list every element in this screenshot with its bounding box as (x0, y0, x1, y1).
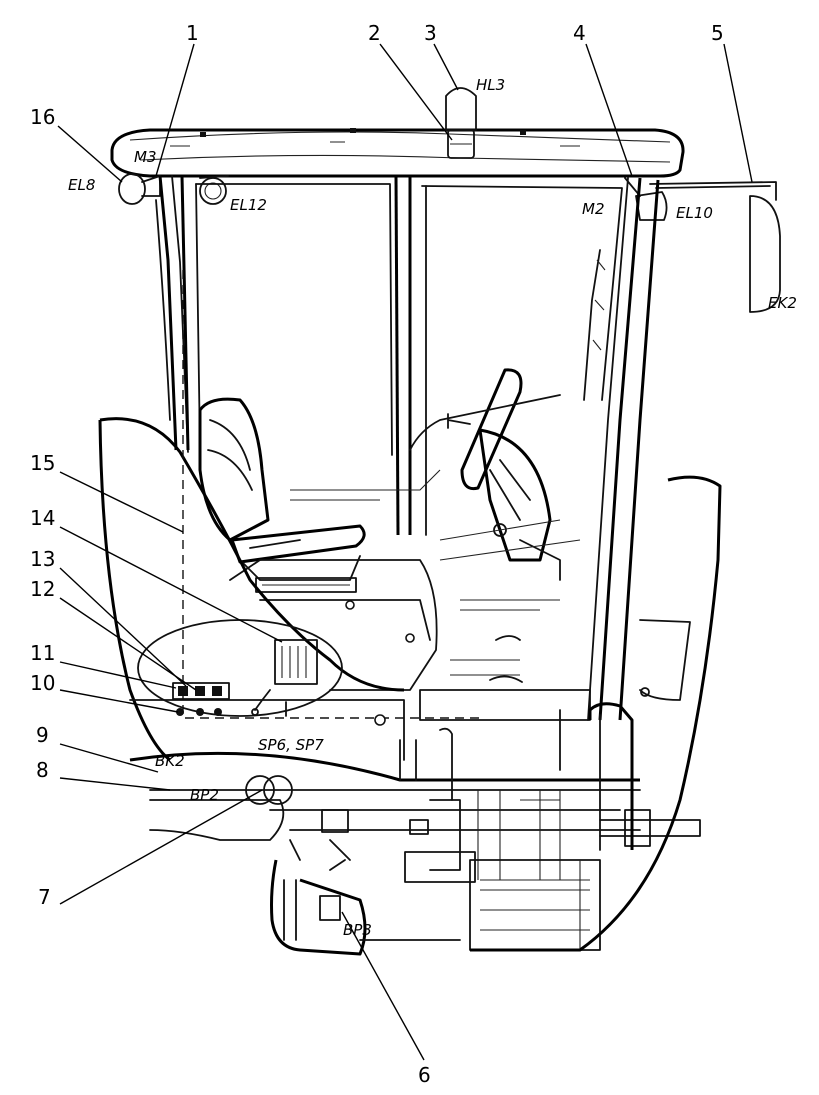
lower-housing (270, 859, 461, 956)
lamp-el8 (118, 173, 161, 205)
leader-line-11 (59, 661, 177, 689)
callout-1: 1 (186, 21, 199, 45)
callout-numbers: 1 2 3 4 5 16 15 14 13 12 11 10 9 8 7 6 (30, 21, 724, 1087)
cab-floor (229, 394, 591, 721)
callout-7: 7 (38, 885, 51, 909)
leader-line-7 (59, 789, 263, 905)
label-bk2: BK2 (155, 752, 185, 770)
leader-line-9 (59, 743, 159, 773)
leader-lines (57, 43, 753, 1061)
callout-12: 12 (30, 577, 55, 601)
label-hl3: HL3 (476, 76, 505, 94)
callout-15: 15 (30, 451, 55, 475)
leader-line-16 (57, 125, 123, 183)
label-el8: EL8 (68, 176, 95, 194)
label-bp3: BP3 (343, 921, 372, 939)
leader-line-12 (59, 597, 197, 691)
steering-wheel (447, 368, 561, 581)
leader-line-10 (59, 689, 179, 713)
leader-line-5 (723, 43, 753, 183)
label-m3: M3 (134, 148, 157, 166)
callout-9: 9 (36, 723, 49, 747)
cab-roof (110, 128, 685, 178)
callout-11: 11 (30, 641, 55, 665)
callout-2: 2 (368, 21, 381, 45)
chassis (129, 727, 701, 951)
callout-13: 13 (30, 547, 55, 571)
detail-balloon (137, 619, 343, 717)
grab-handle (559, 702, 634, 851)
left-fender (98, 417, 405, 762)
leader-line-8 (59, 777, 171, 791)
leader-line-4 (585, 43, 633, 177)
relay-unit (251, 639, 318, 717)
callout-8: 8 (36, 758, 49, 782)
callout-5: 5 (711, 21, 724, 45)
switch-block (172, 682, 230, 716)
label-bp2: BP2 (190, 786, 219, 804)
callout-4: 4 (573, 21, 586, 45)
leader-line-6 (341, 911, 425, 1061)
rear-view-mirror (649, 181, 781, 313)
operator-seat (198, 397, 366, 593)
label-ek2: EK2 (768, 294, 797, 312)
label-m2: M2 (582, 200, 605, 218)
leader-line-1 (155, 43, 195, 177)
label-sp6-sp7: SP6, SP7 (258, 736, 324, 754)
callout-16: 16 (30, 105, 55, 129)
callout-6: 6 (418, 1063, 431, 1087)
leader-line-2 (379, 43, 453, 141)
label-el12: EL12 (230, 196, 267, 214)
leader-line-13 (59, 567, 187, 687)
leader-line-14 (59, 526, 283, 643)
right-rear-fender (470, 475, 722, 952)
callout-10: 10 (30, 671, 55, 695)
cab-frame (155, 175, 660, 721)
leader-line-3 (433, 43, 459, 91)
callout-14: 14 (30, 506, 55, 530)
bolt (374, 714, 386, 726)
beacon-lamp (445, 87, 477, 159)
leader-line-15 (59, 471, 184, 533)
label-el10: EL10 (676, 204, 713, 222)
lamp-el12 (199, 175, 229, 205)
component-labels: HL3 M3 EL8 EL12 M2 EL10 EK2 BK2 SP6, SP7… (68, 76, 797, 939)
callout-3: 3 (424, 21, 437, 45)
